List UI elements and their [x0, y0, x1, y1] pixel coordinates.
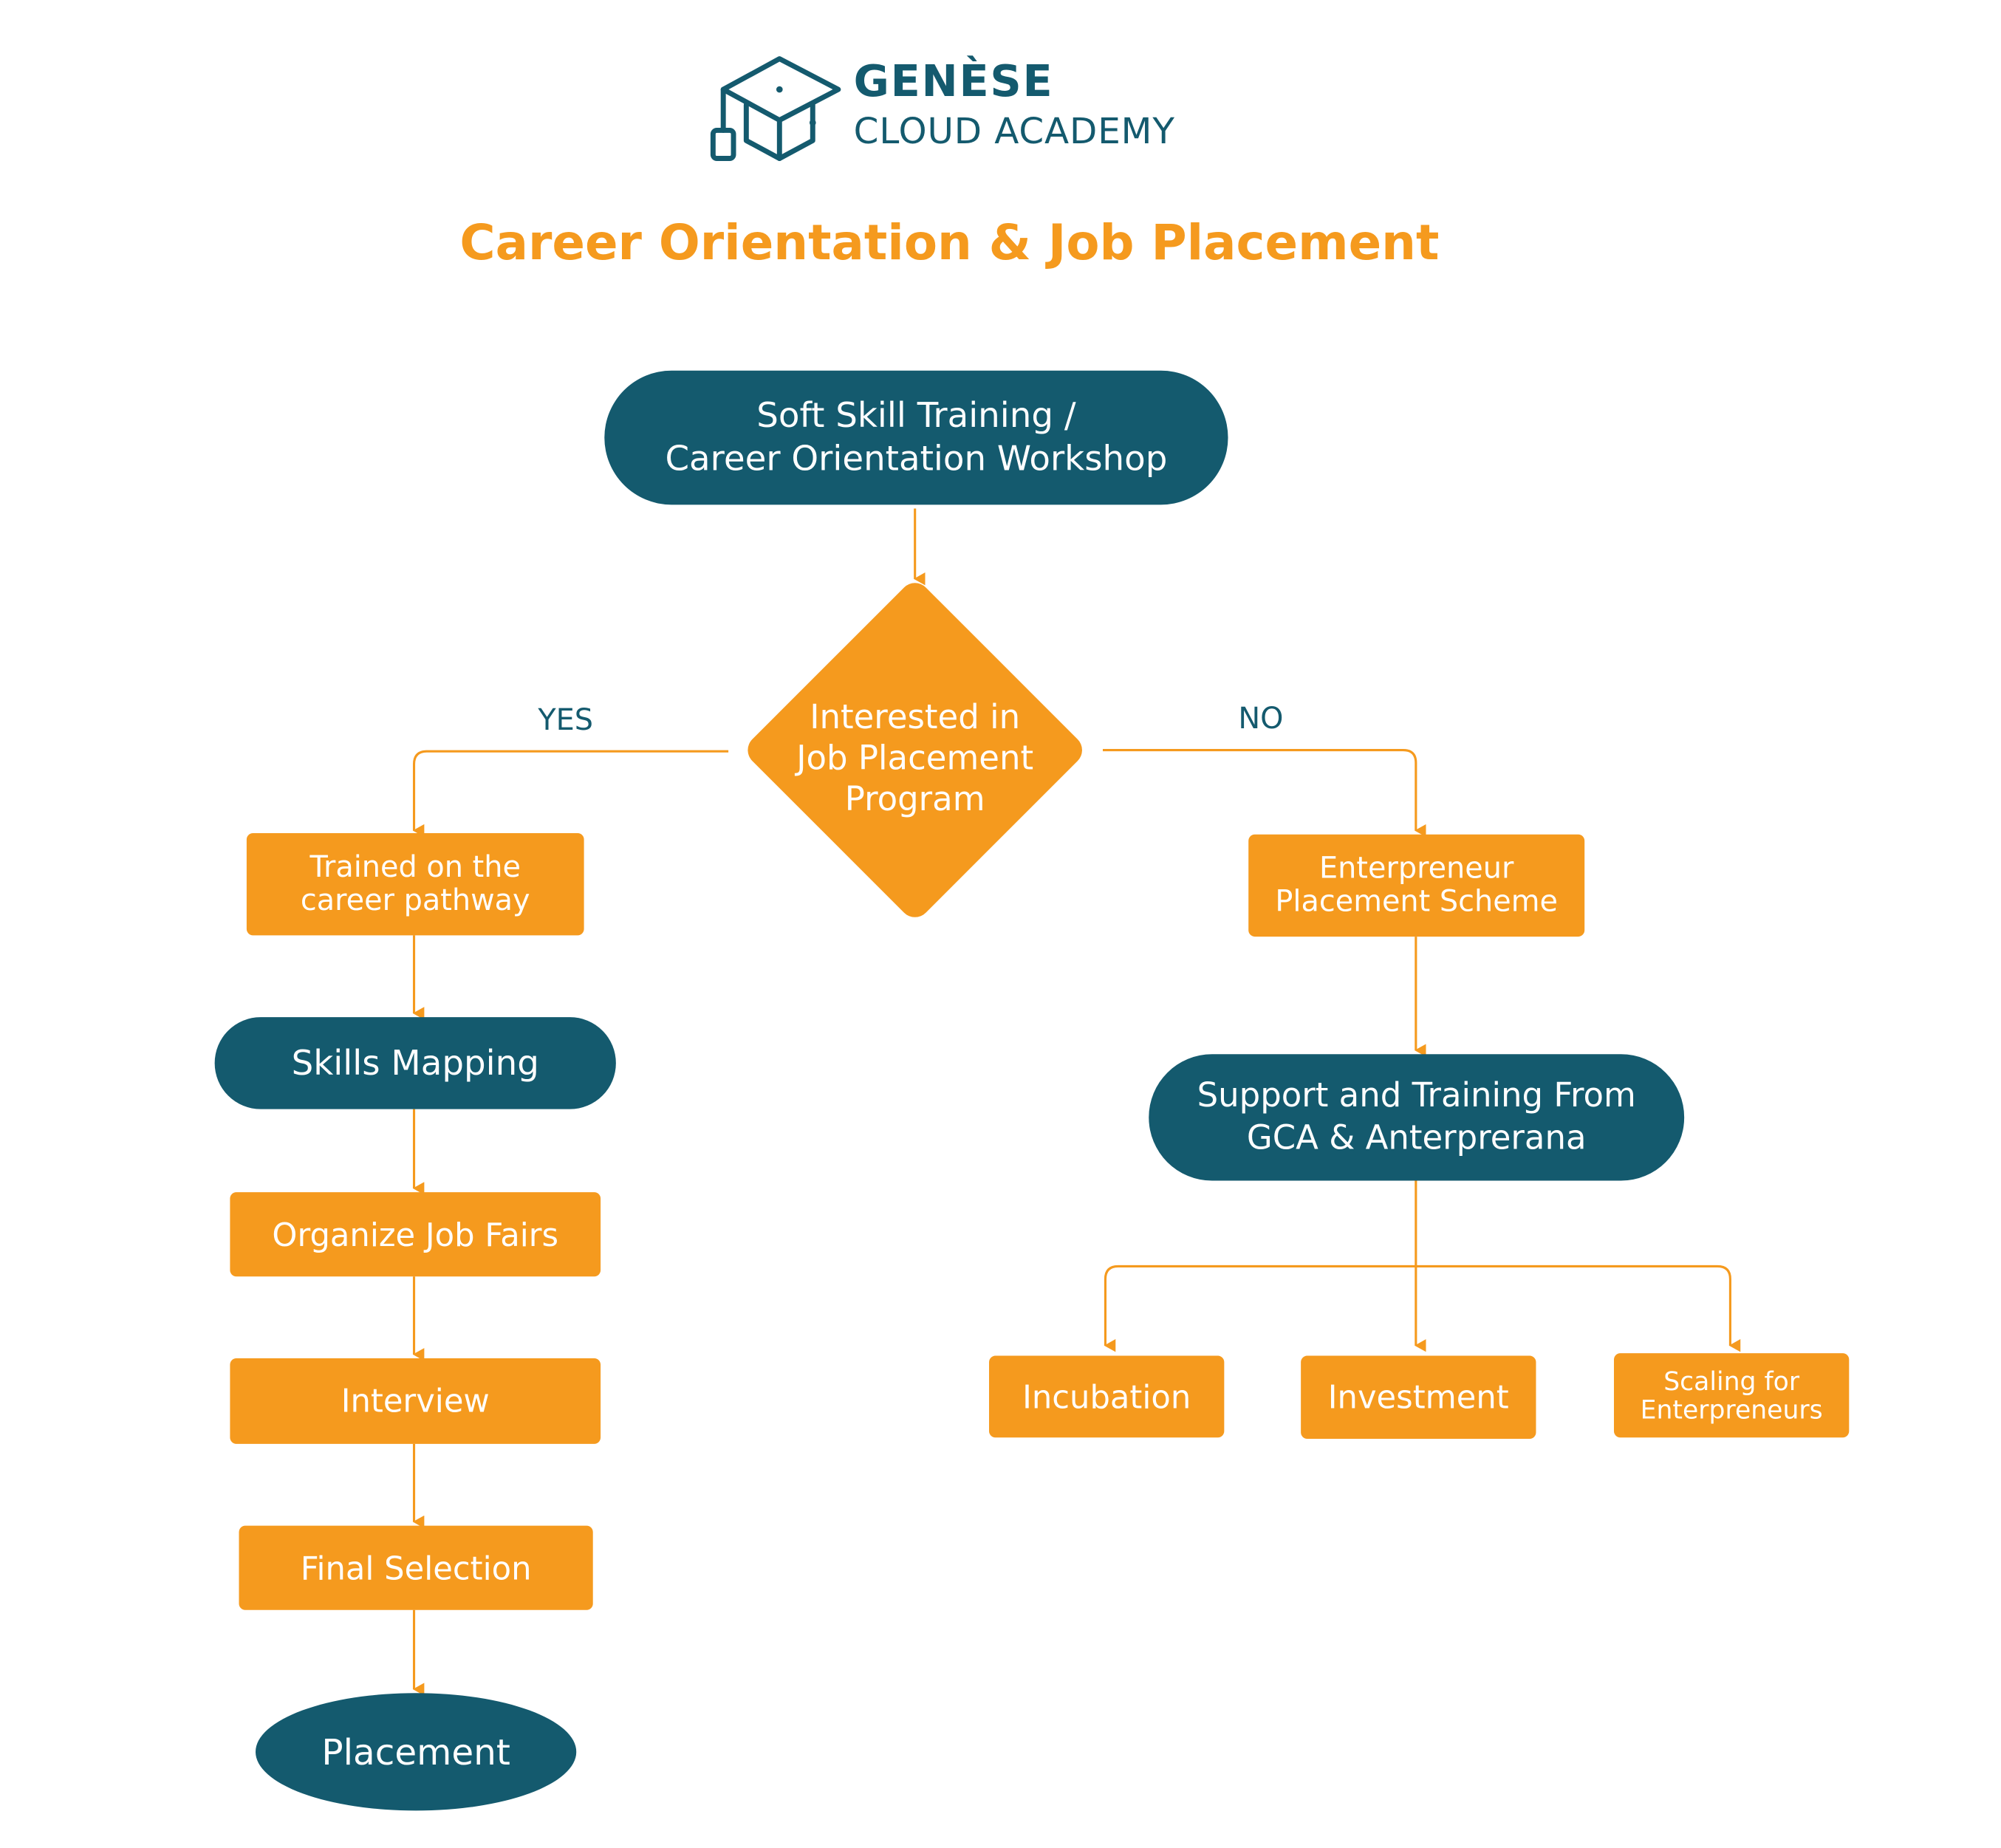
node-organize-job-fairs: Organize Job Fairs — [230, 1192, 601, 1277]
decision-label: Interested in Job Placement Program — [796, 699, 1034, 819]
node-support-training: Support and Training From GCA & Anterpre… — [1149, 1054, 1685, 1181]
node-incubation: Incubation — [989, 1355, 1225, 1438]
arrow-no-branch — [1102, 748, 1426, 838]
node-scaling-entrepreneurs: Scaling for Enterpreneurs — [1613, 1353, 1850, 1438]
page-title: Career Orientation & Job Placement — [459, 214, 1440, 271]
node-final-selection: Final Selection — [239, 1525, 593, 1610]
node-soft-skill-training: Soft Skill Training / Career Orientation… — [604, 370, 1228, 505]
yes-label: YES — [538, 704, 594, 738]
node-entrepreneur-scheme: Enterpreneur Placement Scheme — [1248, 834, 1585, 937]
arrow-yes-branch — [412, 750, 729, 838]
node-trained-career-pathway: Trained on the career pathway — [246, 832, 584, 936]
no-label: NO — [1238, 702, 1284, 736]
node-investment: Investment — [1301, 1355, 1536, 1439]
arrow-to-scaling — [1415, 1264, 1741, 1352]
arrow-to-incubation — [1104, 1264, 1416, 1352]
node-skills-mapping: Skills Mapping — [214, 1017, 616, 1109]
brand-name: GENÈSE — [853, 56, 1054, 108]
node-interview: Interview — [230, 1358, 601, 1444]
brand-subtitle: CLOUD ACADEMY — [853, 109, 1175, 152]
graduation-cap-icon — [710, 56, 841, 161]
node-placement: Placement — [256, 1693, 577, 1811]
